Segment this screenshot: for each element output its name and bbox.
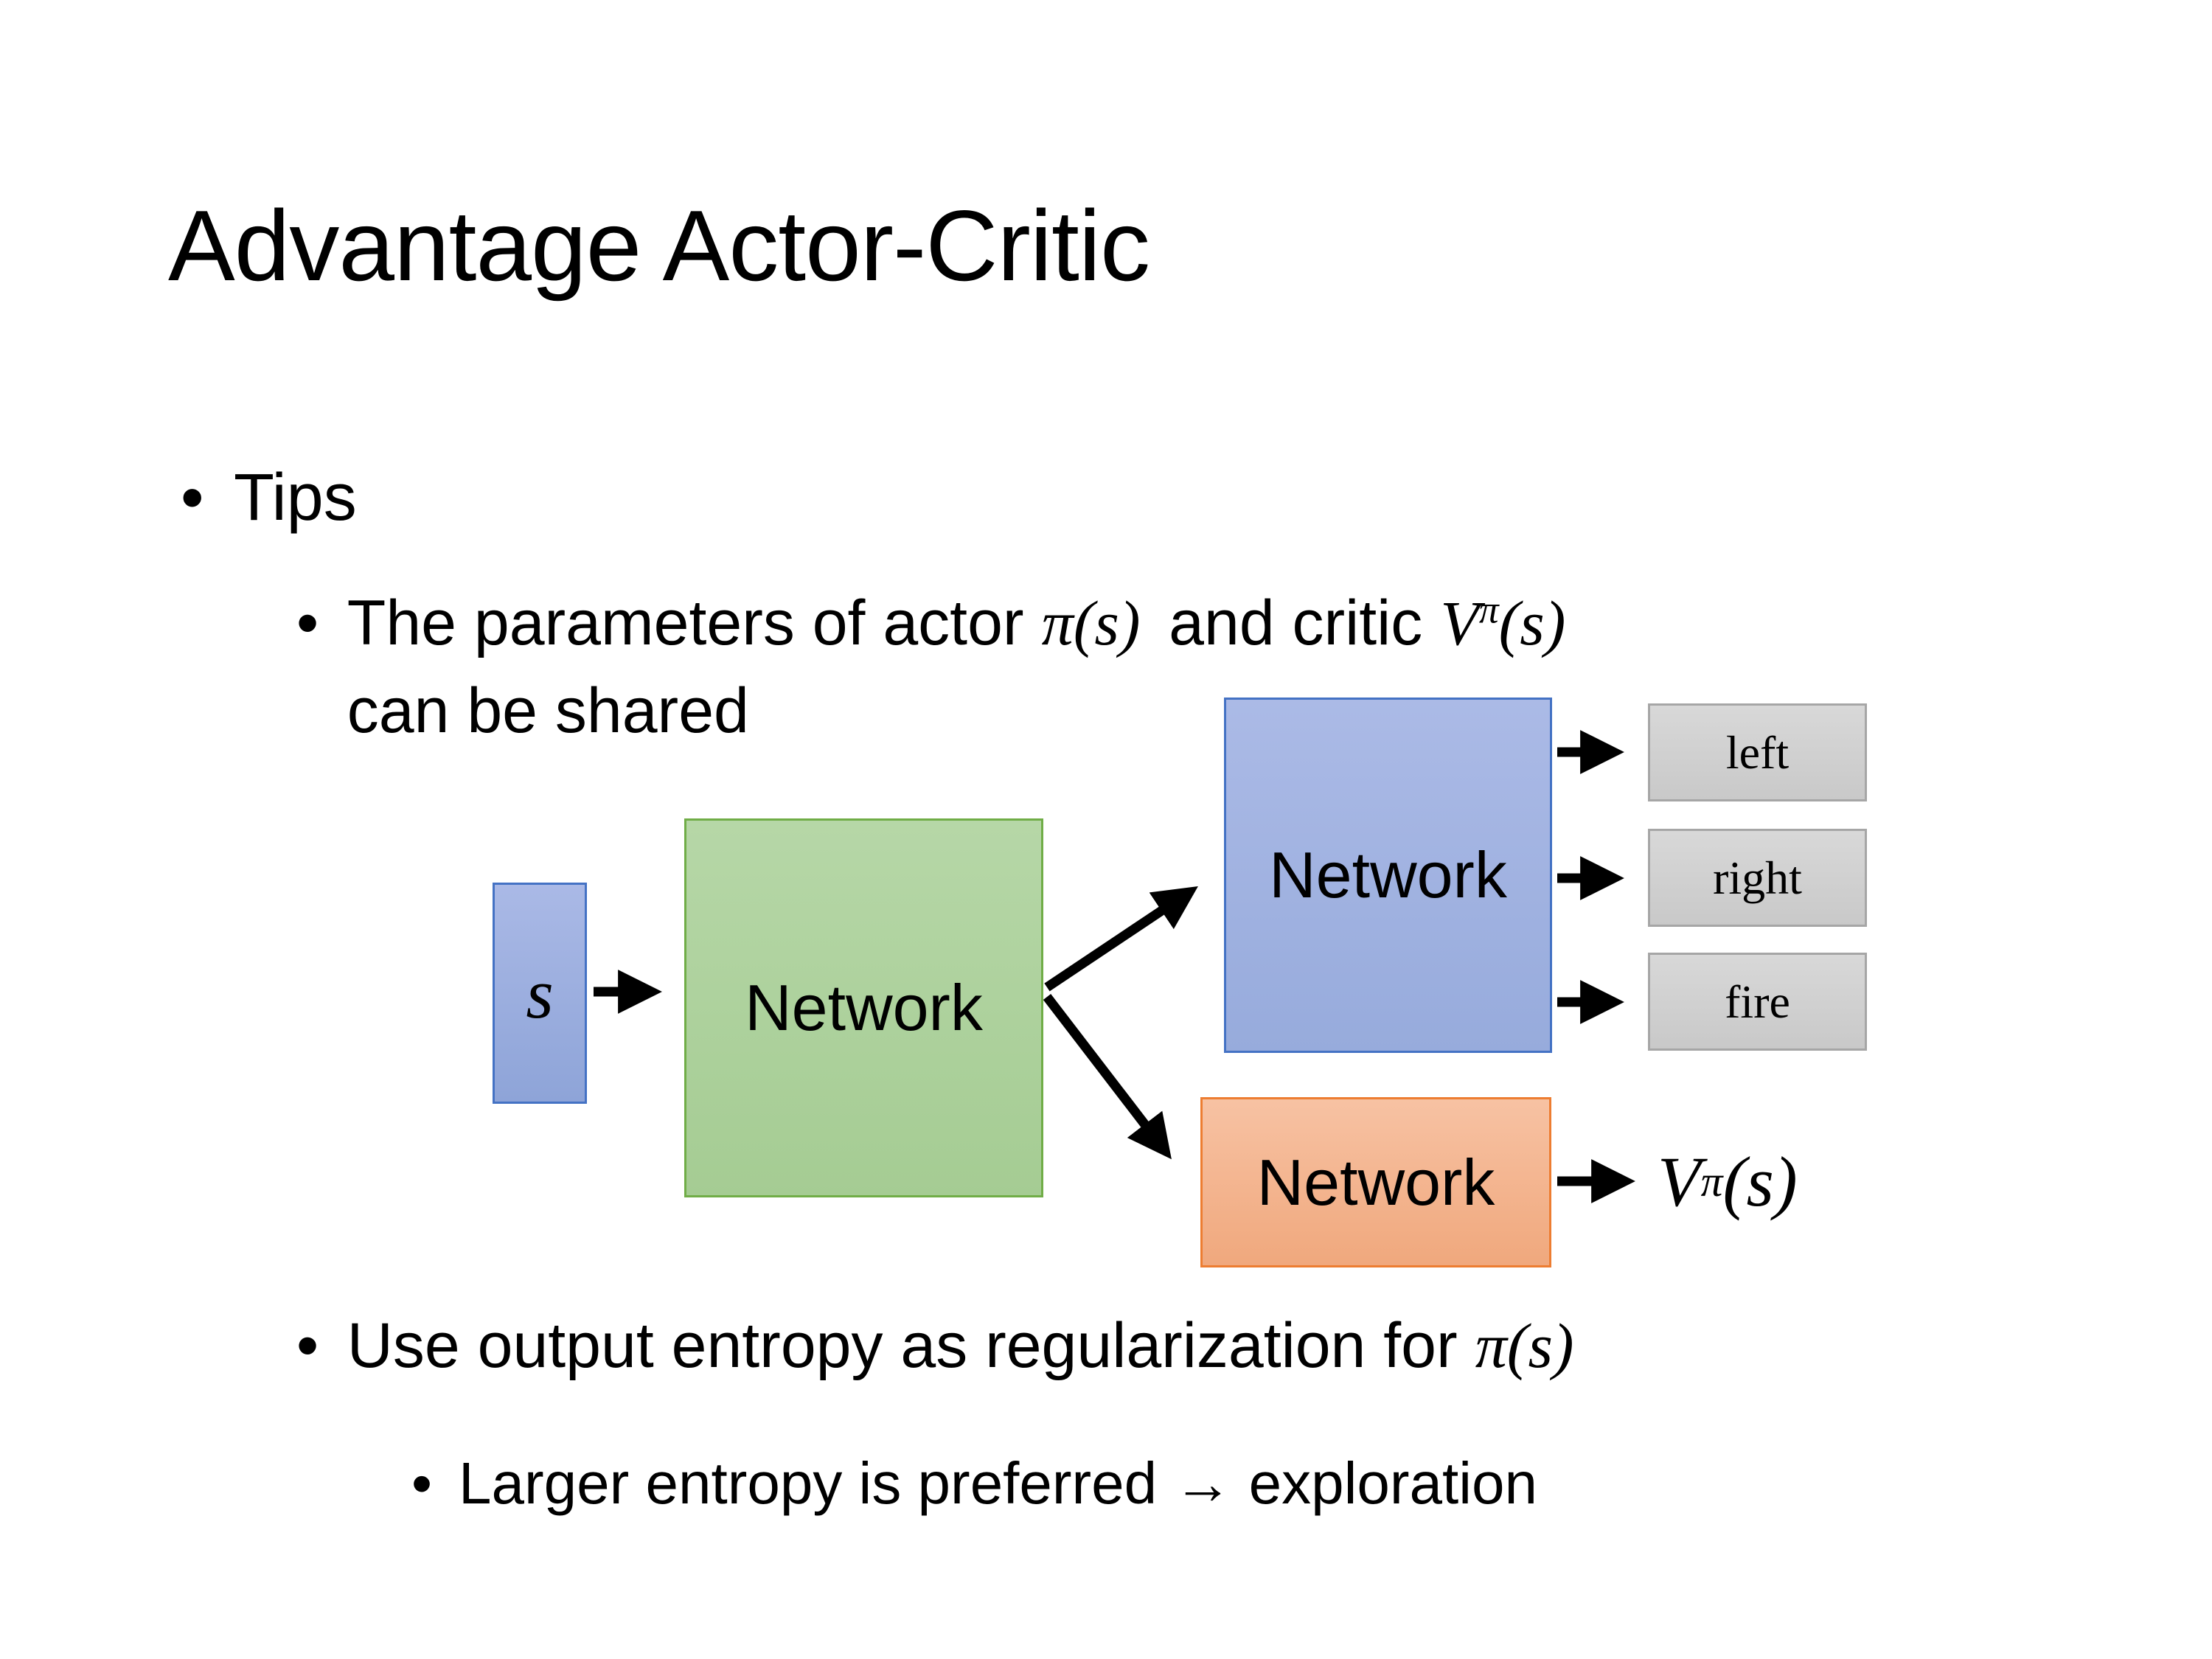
critic-network-label: Network: [1256, 1145, 1495, 1219]
entropy-prefix: Use output entropy as regularization for: [347, 1310, 1458, 1381]
action-box-fire: fire: [1648, 953, 1867, 1051]
value-args: (s): [1498, 588, 1566, 658]
exploration-label: Larger entropy is preferred → exploratio…: [459, 1450, 1537, 1516]
shared-network-box: Network: [684, 818, 1043, 1197]
value-base: V: [1440, 588, 1479, 658]
action-box-right: right: [1648, 829, 1867, 927]
bullet-tips: • Tips: [181, 456, 357, 540]
action-box-left: left: [1648, 703, 1867, 801]
bullet-dot: •: [411, 1450, 433, 1516]
page-title: Advantage Actor-Critic: [168, 189, 1150, 302]
actor-network-label: Network: [1269, 838, 1507, 911]
value-sup: π: [1478, 587, 1499, 632]
bullet-exploration: • Larger entropy is preferred → explorat…: [411, 1447, 1537, 1520]
params-line2: can be shared: [347, 675, 749, 746]
bullet-dot: •: [296, 588, 319, 658]
entropy-text: Use output entropy as regularization for…: [347, 1302, 1574, 1390]
value-base: V: [1658, 1141, 1701, 1221]
bullet-dot: •: [181, 461, 204, 535]
action-label-right: right: [1713, 851, 1802, 904]
action-label-left: left: [1725, 726, 1790, 779]
bullet-entropy: • Use output entropy as regularization f…: [296, 1302, 1574, 1390]
critic-network-box: Network: [1200, 1097, 1551, 1267]
state-box: s: [493, 883, 587, 1104]
params-prefix: The parameters of actor: [347, 588, 1024, 658]
actor-network-box: Network: [1224, 698, 1552, 1053]
params-mid: and critic: [1169, 588, 1423, 658]
pi-of-s: π(s): [1475, 1310, 1574, 1381]
shared-network-label: Network: [745, 971, 983, 1044]
value-args: (s): [1722, 1141, 1798, 1221]
bullet-dot: •: [296, 1310, 319, 1381]
action-label-fire: fire: [1725, 975, 1790, 1028]
pi-of-s: π(s): [1041, 588, 1141, 658]
value-function: Vπ(s): [1440, 588, 1565, 658]
arrow-shared-to-critic: [1043, 994, 1172, 1160]
arrow-shared-to-actor: [1044, 886, 1198, 992]
state-label: s: [526, 953, 554, 1033]
tips-label: Tips: [234, 461, 357, 535]
